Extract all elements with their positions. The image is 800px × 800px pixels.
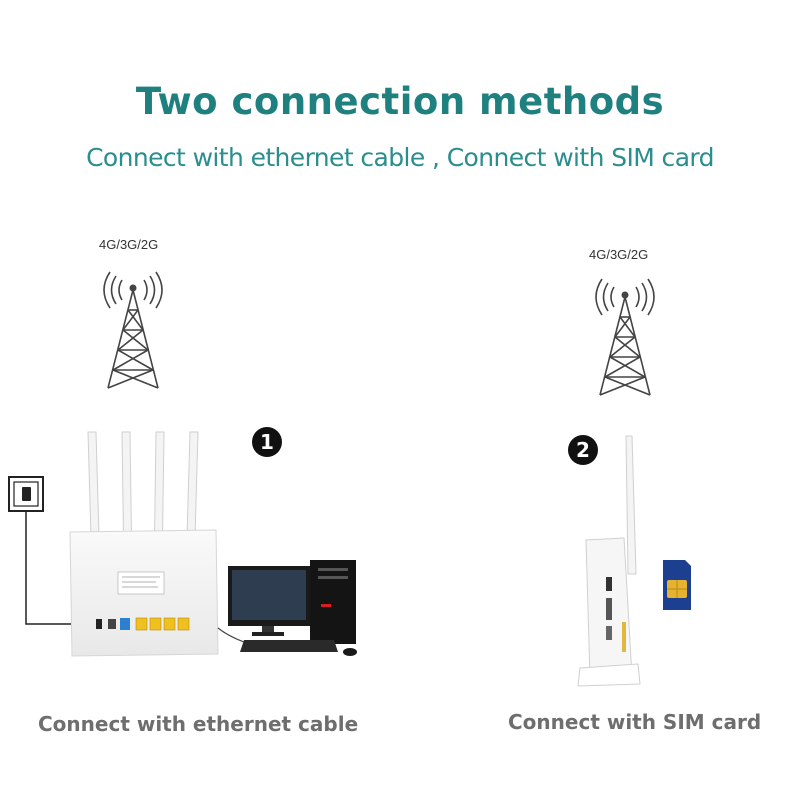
step-badge-2: 2 (568, 435, 598, 465)
step-badge-1: 1 (252, 427, 282, 457)
page-title: Two connection methods (135, 80, 665, 123)
cell-tower-icon (595, 278, 655, 396)
desktop-pc-image (217, 560, 357, 656)
page-subtitle: Connect with ethernet cable , Connect wi… (86, 143, 714, 172)
power-cable (25, 510, 73, 625)
caption-sim: Connect with SIM card (508, 710, 762, 734)
caption-ethernet: Connect with ethernet cable (38, 712, 359, 736)
cell-tower-icon (103, 271, 163, 389)
router-image (577, 435, 641, 687)
network-label-left: 4G/3G/2G (99, 237, 159, 252)
router-image (69, 431, 219, 657)
network-label-right: 4G/3G/2G (589, 247, 649, 262)
sim-card-icon (663, 560, 691, 610)
